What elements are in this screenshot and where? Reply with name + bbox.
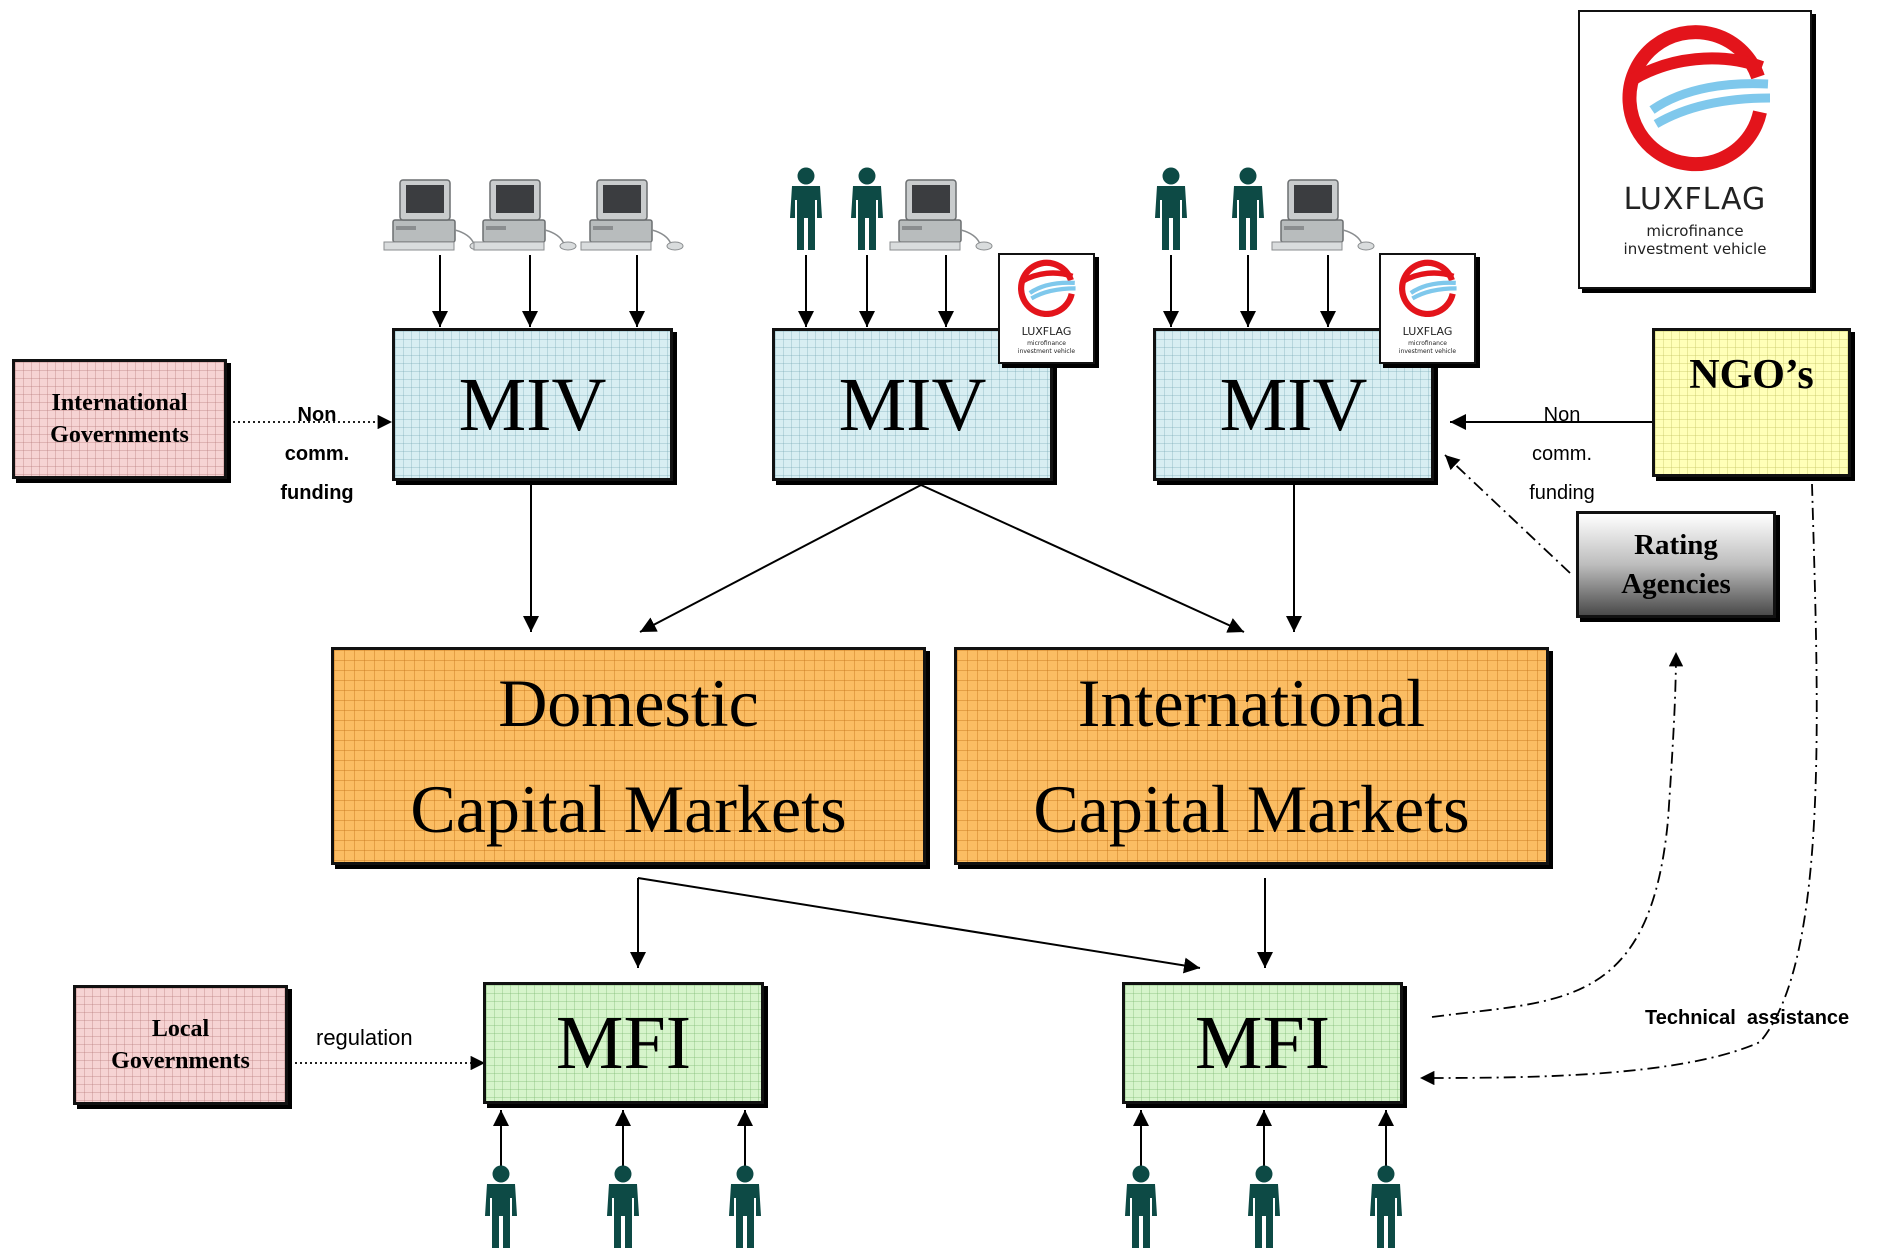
domestic-capital-markets-box: Domestic Capital Markets	[331, 647, 926, 865]
logo-name: LUXFLAG	[1623, 182, 1767, 217]
international-capital-markets-box: International Capital Markets	[954, 647, 1549, 865]
mfi-box: MFI	[483, 982, 764, 1104]
computer-icon	[889, 179, 993, 251]
box-label: MIV	[458, 362, 607, 447]
box-label: Governments	[50, 422, 189, 448]
ngo-box: NGO’s	[1652, 328, 1851, 477]
box-label: Capital Markets	[410, 771, 847, 847]
luxflag-logo: LUXFLAG microfinance investment vehicle	[1578, 10, 1812, 289]
logo-name: LUXFLAG	[1021, 325, 1072, 338]
person-icon	[485, 1165, 517, 1248]
logo-tagline: investment vehicle	[1398, 348, 1457, 355]
logo-tagline: microfinance	[1646, 222, 1744, 240]
logo-tagline: investment vehicle	[1017, 348, 1076, 355]
person-icon	[1155, 167, 1187, 250]
funding-arrows	[228, 414, 1658, 1071]
non-comm-funding-label-left: Non comm. funding	[272, 396, 362, 513]
edge-label-line: comm.	[284, 443, 350, 465]
edge-label-line: comm.	[1532, 443, 1592, 465]
market-to-mfi-arrows	[630, 877, 1273, 974]
edge-label-line: funding	[1529, 482, 1595, 504]
investor-arrows	[432, 255, 1336, 327]
dashdot-arrows	[1419, 454, 1818, 1086]
computer-icon	[1271, 179, 1375, 251]
computer-icon	[383, 179, 487, 251]
edge-label-line: Non	[1543, 404, 1581, 426]
person-icon	[607, 1165, 639, 1248]
non-comm-funding-label-right: Non comm. funding	[1517, 396, 1607, 513]
logo-tagline: microfinance	[1027, 340, 1066, 347]
box-label: International	[51, 390, 188, 416]
luxflag-logo: LUXFLAG microfinance investment vehicle	[1379, 253, 1476, 364]
luxflag-logo: LUXFLAG microfinance investment vehicle	[998, 253, 1095, 364]
miv-to-market-arrows	[523, 484, 1302, 633]
person-icon	[1125, 1165, 1157, 1248]
luxflag-emblem-icon	[1622, 25, 1771, 172]
computer-icon	[473, 179, 577, 251]
person-icon	[790, 167, 822, 250]
international-governments-box: International Governments	[12, 359, 227, 479]
person-icon	[851, 167, 883, 250]
box-label: International	[1077, 665, 1426, 741]
box-label: Governments	[111, 1048, 250, 1074]
box-label: Rating	[1634, 528, 1718, 561]
box-label: Domestic	[498, 665, 759, 741]
box-label: MFI	[1194, 1001, 1331, 1085]
regulation-label: regulation	[316, 1025, 413, 1050]
luxflag-emblem-icon	[1399, 259, 1457, 318]
edge-label-line: funding	[280, 482, 354, 504]
person-icon	[1248, 1165, 1280, 1248]
miv-box: MIV	[392, 328, 673, 481]
box-label: MFI	[555, 1001, 692, 1085]
mfi-box: MFI	[1122, 982, 1403, 1104]
rating-agencies-box: Rating Agencies	[1576, 511, 1776, 618]
logo-name: LUXFLAG	[1402, 325, 1453, 338]
logo-tagline: investment vehicle	[1623, 240, 1767, 258]
person-icon	[1370, 1165, 1402, 1248]
local-governments-box: Local Governments	[73, 985, 288, 1105]
logo-tagline: microfinance	[1408, 340, 1447, 347]
luxflag-emblem-icon	[1018, 259, 1076, 318]
edge-label-line: Non	[297, 404, 337, 426]
person-icon	[1232, 167, 1264, 250]
box-label: MIV	[1219, 362, 1368, 447]
box-label: MIV	[838, 362, 987, 447]
box-label: Capital Markets	[1033, 771, 1470, 847]
box-label: Local	[151, 1016, 210, 1042]
person-icon	[729, 1165, 761, 1248]
box-label: Agencies	[1621, 567, 1731, 600]
borrower-arrows	[493, 1110, 1394, 1172]
technical-assistance-label: Technical assistance	[1645, 1007, 1850, 1029]
computer-icon	[580, 179, 684, 251]
box-label: NGO’s	[1689, 352, 1814, 398]
